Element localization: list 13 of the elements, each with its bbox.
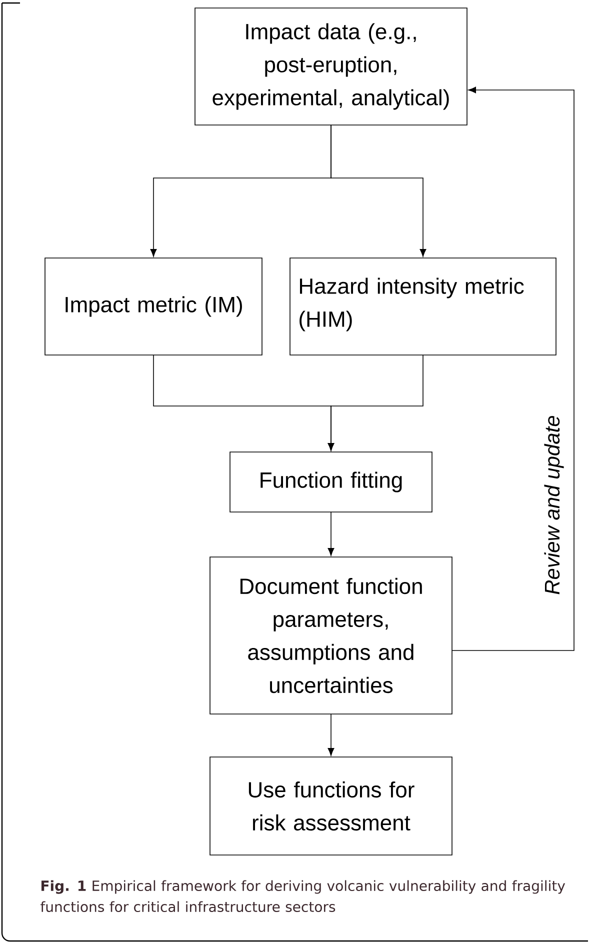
caption: Fig. 1 Empirical framework for deriving volcanic vulnerability and fragility functions for critical infrastructure sectors: [40, 880, 566, 912]
arrow: [328, 354, 424, 451]
edge-label: Review and update: [544, 416, 564, 594]
process-box: Use functions for risk assessment: [210, 756, 452, 856]
process-box: Document function parameters, assumptions and uncertainties: [210, 556, 452, 714]
arrow: [452, 86, 574, 651]
process-box: Impact data (e.g., post-eruption, experimental, analytical): [194, 8, 468, 126]
process-box: Impact metric (IM): [44, 258, 262, 356]
process-box: Function fitting: [230, 452, 432, 512]
arrow: [330, 124, 426, 257]
arrow: [328, 714, 334, 756]
process-box: Hazard intensity metric (HIM): [290, 258, 556, 356]
arrow: [328, 512, 334, 556]
